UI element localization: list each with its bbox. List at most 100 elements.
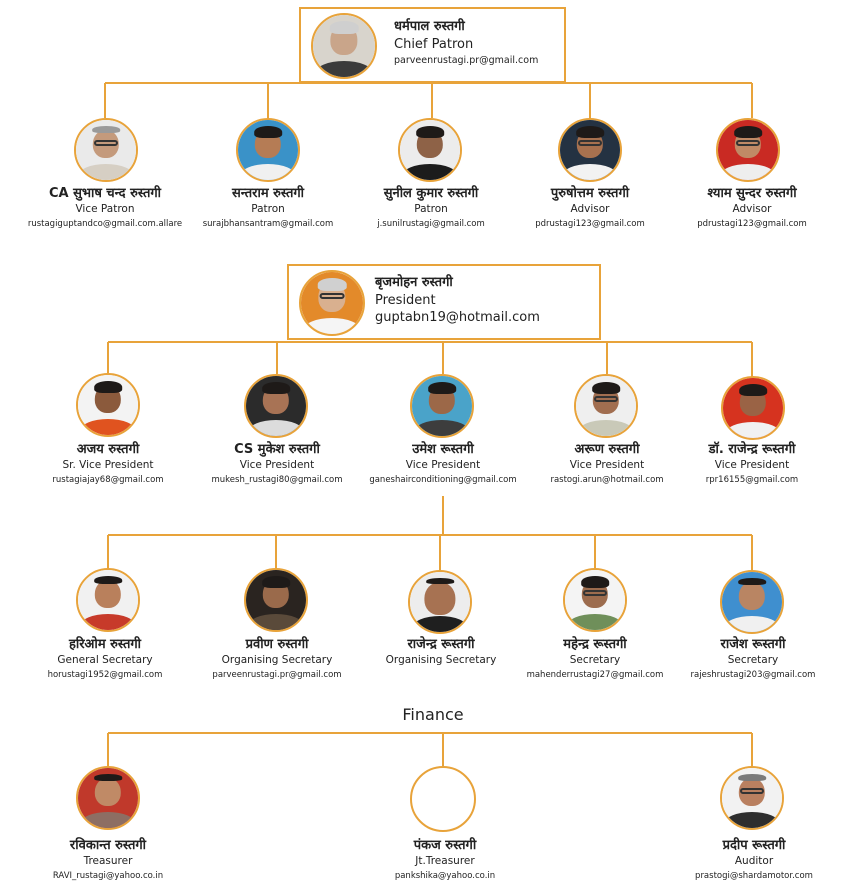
vice-president-email: rustagiajay68@gmail.com xyxy=(52,475,164,485)
patron-photo xyxy=(236,118,300,182)
secretary-email: mahenderrustagi27@gmail.com xyxy=(526,670,664,680)
president-photo xyxy=(299,270,365,336)
patron-name: सुनील कुमार रुस्तगी xyxy=(383,186,479,201)
advisor-role: Advisor xyxy=(732,203,772,215)
secretary-photo xyxy=(76,568,140,632)
patron-role: Patron xyxy=(251,203,285,215)
vice-president-card: CS मुकेश रुस्तगी Vice President mukesh_r… xyxy=(187,442,367,488)
advisor-photo xyxy=(558,118,622,182)
secretary-role: Organising Secretary xyxy=(221,654,333,666)
finance-member-email: prastogi@shardamotor.com xyxy=(695,871,813,881)
secretary-card: राजेश रूस्तगी Secretary rajeshrustagi203… xyxy=(663,637,843,683)
patron-card: सन्तराम रुस्तगी Patron surajbhansantram@… xyxy=(178,186,358,232)
vice-president-role: Vice President xyxy=(569,459,645,471)
vice-president-name: उमेश रूस्तगी xyxy=(412,442,474,457)
secretary-name: प्रवीण रुस्तगी xyxy=(245,637,309,652)
vice-president-photo xyxy=(76,373,140,437)
patron-name: सन्तराम रुस्तगी xyxy=(231,186,305,201)
secretary-role: Secretary xyxy=(569,654,621,666)
vice-president-photo xyxy=(721,376,785,440)
vice-president-name: अरूण रुस्तगी xyxy=(574,442,640,457)
secretary-name: राजेश रूस्तगी xyxy=(720,637,786,652)
finance-member-role: Treasurer xyxy=(83,855,133,867)
patron-card: CA सुभाष चन्द रुस्तगी Vice Patron rustag… xyxy=(15,186,195,232)
patron-photo xyxy=(398,118,462,182)
secretary-photo xyxy=(408,570,472,634)
secretary-photo xyxy=(244,568,308,632)
chief-patron-role: Chief Patron xyxy=(394,37,474,52)
vice-president-card: अजय रुस्तगी Sr. Vice President rustagiaj… xyxy=(18,442,198,488)
secretary-email: horustagi1952@gmail.com xyxy=(47,670,163,680)
patron-email: surajbhansantram@gmail.com xyxy=(202,219,334,229)
auditor-photo xyxy=(720,766,784,830)
secretary-photo xyxy=(720,570,784,634)
secretary-photo xyxy=(563,568,627,632)
finance-member-email: pankshika@yahoo.co.in xyxy=(394,871,496,881)
vice-president-name: डॉ. राजेन्द्र रूस्तगी xyxy=(708,442,796,457)
finance-card: प्रदीप रूस्तगी Auditor prastogi@shardamo… xyxy=(664,838,844,884)
president-role: President xyxy=(375,293,436,308)
secretary-role: Organising Secretary xyxy=(385,654,497,666)
vice-president-name: CS मुकेश रुस्तगी xyxy=(234,442,320,457)
president-email: guptabn19@hotmail.com xyxy=(375,310,540,325)
secretary-name: महेन्द्र रूस्तगी xyxy=(563,637,627,652)
finance-member-role: Auditor xyxy=(734,855,774,867)
chief-patron-email: parveenrustagi.pr@gmail.com xyxy=(394,55,539,66)
vice-president-email: ganeshairconditioning@gmail.com xyxy=(369,475,517,485)
vice-president-email: mukesh_rustagi80@gmail.com xyxy=(211,475,343,485)
chief-patron-photo xyxy=(311,13,377,79)
secretary-role: Secretary xyxy=(727,654,779,666)
vice-president-card: उमेश रूस्तगी Vice President ganeshaircon… xyxy=(353,442,533,488)
finance-member-name: पंकज रुस्तगी xyxy=(413,838,477,853)
secretary-card: प्रवीण रुस्तगी Organising Secretary parv… xyxy=(187,637,367,683)
treasurer-photo xyxy=(76,766,140,830)
patron-email: rustagiguptandco@gmail.com.allare xyxy=(27,219,183,229)
finance-heading: Finance xyxy=(402,705,464,724)
vice-president-photo xyxy=(244,374,308,438)
secretary-card: हरिओम रुस्तगी General Secretary horustag… xyxy=(15,637,195,683)
secretary-role: General Secretary xyxy=(57,654,153,666)
vice-president-role: Vice President xyxy=(405,459,481,471)
vice-president-name: अजय रुस्तगी xyxy=(76,442,140,457)
vice-president-role: Sr. Vice President xyxy=(62,459,154,471)
secretary-name: हरिओम रुस्तगी xyxy=(68,637,142,652)
vice-president-card: अरूण रुस्तगी Vice President rastogi.arun… xyxy=(517,442,697,488)
vice-president-email: rpr16155@gmail.com xyxy=(705,475,799,485)
chief-patron-box: धर्मपाल रुस्तगी Chief Patron parveenrust… xyxy=(299,7,566,83)
patron-card: सुनील कुमार रुस्तगी Patron j.sunilrustag… xyxy=(341,186,521,232)
vice-president-role: Vice President xyxy=(714,459,790,471)
vice-president-card: डॉ. राजेन्द्र रूस्तगी Vice President rpr… xyxy=(662,442,842,488)
jt-treasurer-photo-placeholder xyxy=(410,766,476,832)
finance-card: पंकज रुस्तगी Jt.Treasurer pankshika@yaho… xyxy=(355,838,535,884)
finance-member-email: RAVI_rustagi@yahoo.co.in xyxy=(52,871,164,881)
secretary-email: rajeshrustagi203@gmail.com xyxy=(690,670,816,680)
finance-member-role: Jt.Treasurer xyxy=(415,855,475,867)
advisor-card: श्याम सुन्दर रुस्तगी Advisor pdrustagi12… xyxy=(662,186,842,232)
president-box: बृजमोहन रुस्तगी President guptabn19@hotm… xyxy=(287,264,601,340)
patron-name: CA सुभाष चन्द रुस्तगी xyxy=(48,186,162,201)
finance-member-name: प्रदीप रूस्तगी xyxy=(722,838,786,853)
vice-president-photo xyxy=(410,374,474,438)
advisor-name: पुरुषोत्तम रुस्तगी xyxy=(550,186,630,201)
secretary-card: महेन्द्र रूस्तगी Secretary mahenderrusta… xyxy=(505,637,685,683)
patron-email: j.sunilrustagi@gmail.com xyxy=(377,219,485,229)
vice-president-email: rastogi.arun@hotmail.com xyxy=(550,475,664,485)
advisor-card: पुरुषोत्तम रुस्तगी Advisor pdrustagi123@… xyxy=(500,186,680,232)
vice-president-photo xyxy=(574,374,638,438)
advisor-photo xyxy=(716,118,780,182)
advisor-name: श्याम सुन्दर रुस्तगी xyxy=(707,186,797,201)
advisor-email: pdrustagi123@gmail.com xyxy=(697,219,807,229)
finance-card: रविकान्त रुस्तगी Treasurer RAVI_rustagi@… xyxy=(18,838,198,884)
patron-photo xyxy=(74,118,138,182)
secretary-card: राजेन्द्र रूस्तगी Organising Secretary xyxy=(351,637,531,668)
advisor-role: Advisor xyxy=(570,203,610,215)
secretary-name: राजेन्द्र रूस्तगी xyxy=(407,637,475,652)
secretary-email: parveenrustagi.pr@gmail.com xyxy=(212,670,342,680)
advisor-email: pdrustagi123@gmail.com xyxy=(535,219,645,229)
patron-role: Patron xyxy=(414,203,448,215)
patron-role: Vice Patron xyxy=(75,203,135,215)
vice-president-role: Vice President xyxy=(239,459,315,471)
finance-member-name: रविकान्त रुस्तगी xyxy=(69,838,147,853)
